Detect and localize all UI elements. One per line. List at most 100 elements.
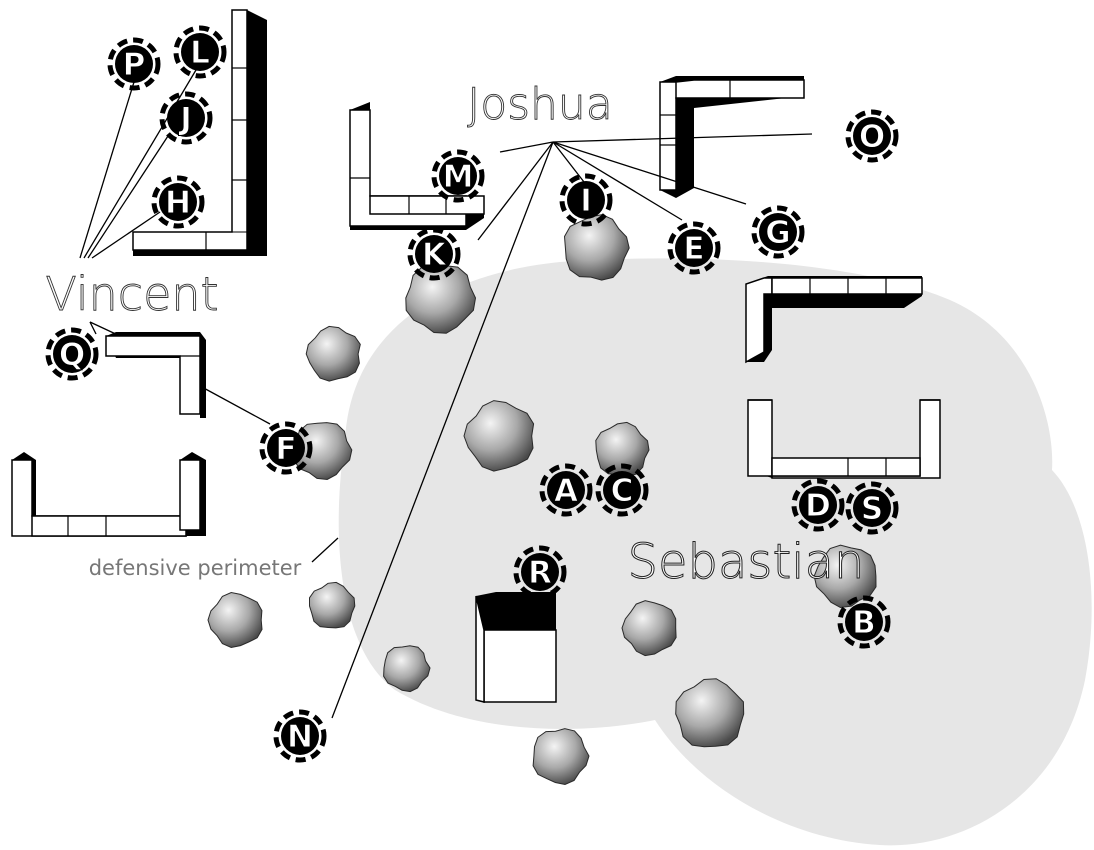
marker-a: A	[539, 463, 593, 517]
tree-icon	[405, 264, 477, 334]
marker-c: C	[595, 463, 649, 517]
marker-l: L	[173, 25, 227, 79]
connector-lines	[79, 69, 813, 719]
wall-vincent-l	[132, 9, 267, 256]
tree-icon	[813, 544, 877, 609]
marker-disc	[845, 603, 883, 641]
marker-m: M	[431, 149, 485, 203]
label-vincent: Vincent	[45, 267, 218, 321]
marker-ring	[107, 37, 161, 91]
marker-ring	[845, 481, 899, 535]
wall-east-upper	[745, 276, 923, 364]
label-defensive-perimeter: defensive perimeter	[89, 556, 302, 580]
crate	[475, 592, 557, 703]
marker-ring	[667, 221, 721, 275]
marker-ring	[431, 149, 485, 203]
marker-letter: E	[683, 231, 704, 267]
marker-disc	[759, 213, 797, 251]
marker-letter: P	[123, 47, 146, 83]
marker-disc	[521, 553, 559, 591]
marker-disc	[167, 99, 205, 137]
marker-letter: N	[287, 719, 313, 755]
marker-disc	[439, 157, 477, 195]
marker-q: Q	[45, 327, 99, 381]
marker-letter: D	[805, 488, 831, 524]
tree-icon	[675, 678, 745, 748]
marker-disc	[675, 229, 713, 267]
marker-letter: G	[765, 215, 790, 251]
marker-ring	[159, 91, 213, 145]
tree-icon	[595, 421, 650, 477]
marker-letter: L	[190, 35, 210, 71]
marker-f: F	[259, 421, 313, 475]
marker-disc	[567, 181, 605, 219]
marker-letter: M	[443, 159, 474, 195]
tree-icon	[305, 325, 361, 382]
marker-d: D	[791, 478, 845, 532]
tree-icon	[563, 214, 630, 281]
marker-disc	[159, 183, 197, 221]
marker-ring	[845, 109, 899, 163]
marker-r: R	[513, 545, 567, 599]
marker-disc	[53, 335, 91, 373]
tree-icon	[621, 600, 677, 657]
marker-j: J	[159, 91, 213, 145]
marker-letter: H	[165, 185, 191, 221]
marker-e: E	[667, 221, 721, 275]
marker-o: O	[845, 109, 899, 163]
marker-disc	[547, 471, 585, 509]
marker-disc	[267, 429, 305, 467]
marker-ring	[173, 25, 227, 79]
walls	[11, 9, 941, 703]
wall-east-lower	[747, 399, 941, 479]
marker-ring	[559, 173, 613, 227]
marker-letter: O	[859, 119, 885, 155]
marker-h: H	[151, 175, 205, 229]
marker-disc	[181, 33, 219, 71]
marker-disc	[853, 117, 891, 155]
trees	[207, 214, 877, 786]
marker-ring	[837, 595, 891, 649]
marker-disc	[799, 486, 837, 524]
marker-k: K	[407, 227, 461, 281]
tree-icon	[207, 591, 263, 649]
wall-west-small	[105, 332, 206, 418]
marker-letter: C	[611, 473, 634, 509]
marker-disc	[603, 471, 641, 509]
marker-ring	[151, 175, 205, 229]
marker-disc	[281, 717, 319, 755]
marker-ring	[539, 463, 593, 517]
marker-letter: I	[580, 183, 592, 219]
marker-b: B	[837, 595, 891, 649]
marker-disc	[115, 45, 153, 83]
marker-ring	[595, 463, 649, 517]
wall-joshua-right	[659, 76, 805, 198]
marker-ring	[45, 327, 99, 381]
marker-letter: R	[528, 555, 552, 591]
labels: Joshua Vincent Sebastian defensive perim…	[45, 79, 865, 591]
marker-letter: K	[422, 237, 447, 273]
tree-icon	[463, 400, 535, 472]
marker-letter: F	[275, 431, 296, 467]
marker-disc	[415, 235, 453, 273]
marker-letter: J	[178, 101, 192, 137]
wall-west-lower	[11, 452, 206, 537]
tree-icon	[532, 728, 590, 786]
marker-p: P	[107, 37, 161, 91]
marker-ring	[791, 478, 845, 532]
marker-ring	[407, 227, 461, 281]
marker-i: I	[559, 173, 613, 227]
marker-g: G	[751, 205, 805, 259]
marker-ring	[259, 421, 313, 475]
marker-disc	[853, 489, 891, 527]
marker-ring	[751, 205, 805, 259]
marker-letter: Q	[59, 337, 85, 373]
marker-n: N	[273, 709, 327, 763]
marker-letter: B	[852, 605, 876, 641]
label-sebastian: Sebastian	[628, 534, 865, 590]
tree-icon	[309, 581, 356, 629]
marker-letter: S	[861, 491, 883, 527]
label-joshua: Joshua	[467, 79, 613, 130]
marker-ring	[513, 545, 567, 599]
